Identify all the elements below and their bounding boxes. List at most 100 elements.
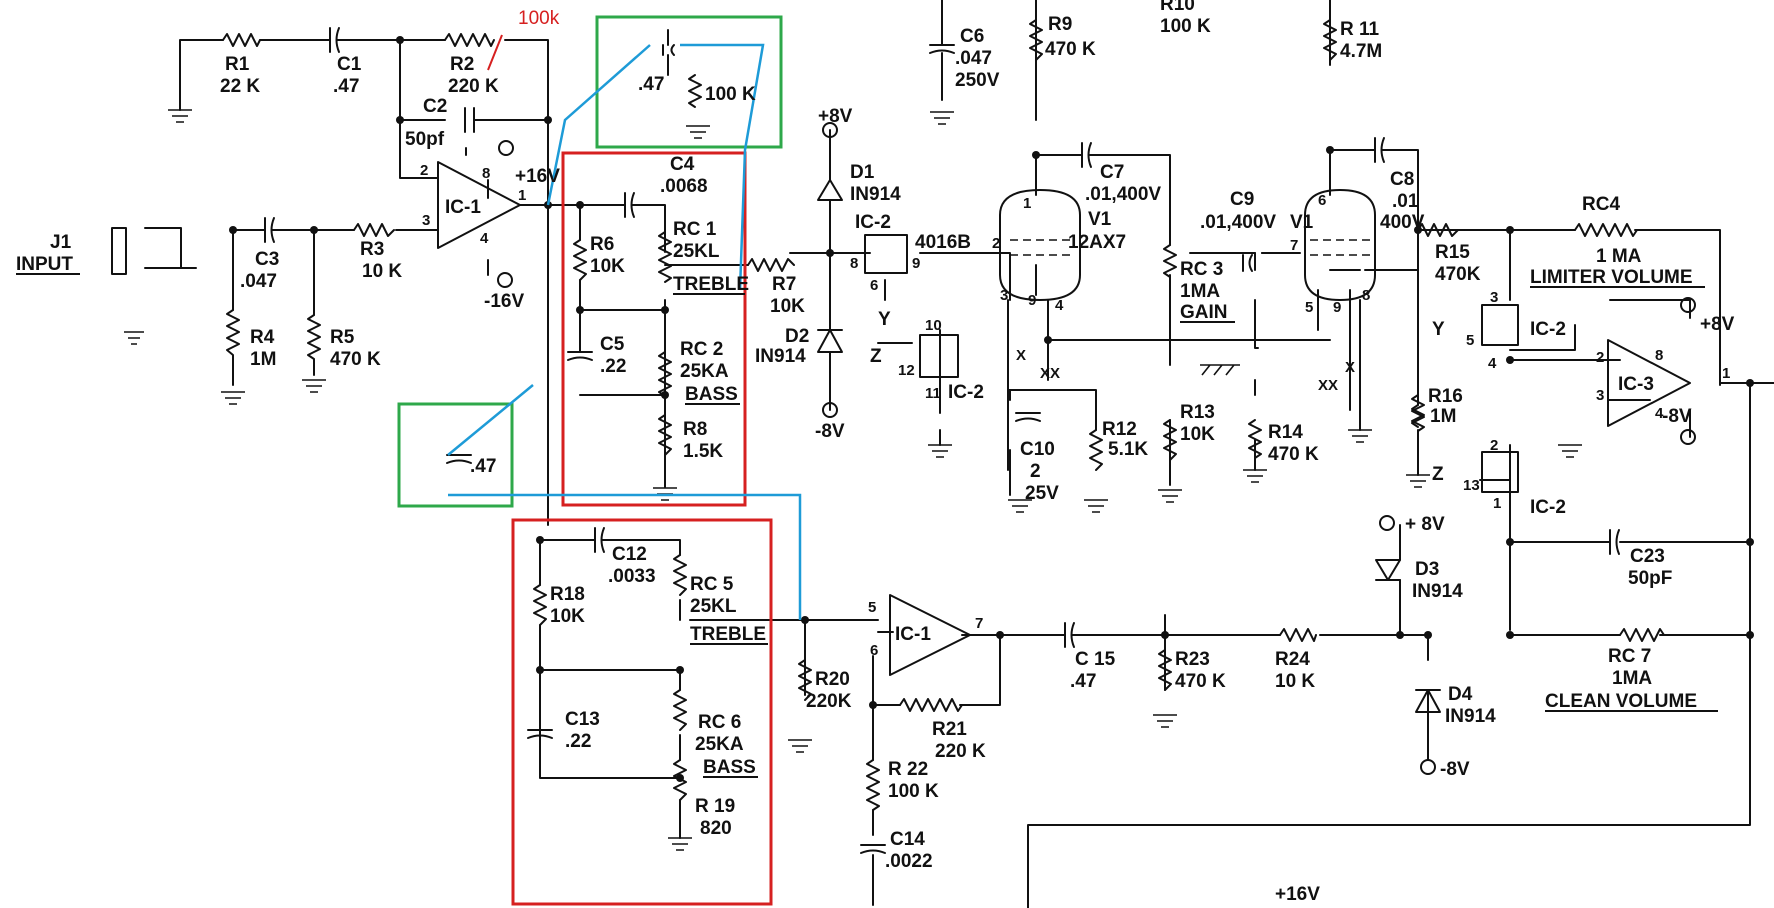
rc2-name: RC 2 [680,339,723,360]
r4-value: 1M [250,349,276,370]
r8-name: R8 [683,419,707,440]
v1a-p9: 9 [1028,292,1036,309]
c1-name: C1 [337,54,362,75]
r23-name: R23 [1175,649,1210,670]
r2-annotation: 100k [518,8,560,29]
net-z-1: Z [870,346,882,367]
r5-value: 470 K [330,349,381,370]
r21-value: 220 K [935,741,986,762]
rc6-value: 25KA [695,734,744,755]
r1-value: 22 K [220,76,260,97]
rc1-name: RC 1 [673,219,717,240]
green-boxes [397,15,783,508]
r10-name: R10 [1160,0,1195,15]
c8-value: .01 [1392,191,1419,212]
d1-name: D1 [850,162,875,183]
ic1b-name: IC-1 [895,624,931,645]
ic2b-name: IC-2 [948,382,984,403]
r6-name: R6 [590,234,614,255]
r4-name: R4 [250,327,275,348]
d3-name: D3 [1415,559,1439,580]
d2-value: IN914 [755,346,806,367]
c15-name: C 15 [1075,649,1116,670]
v1b-p7: 7 [1290,237,1298,254]
c9-name: C9 [1230,189,1254,210]
r12-value: 5.1K [1108,439,1148,460]
ic2d-name: IC-2 [1530,497,1566,518]
r2-value: 220 K [448,76,499,97]
c14-value: .0022 [885,851,933,872]
r5-name: R5 [330,327,355,348]
annotation-pointer [487,34,503,71]
c6-name: C6 [960,26,984,47]
r19-name: R 19 [695,796,735,817]
ic2b-p12: 12 [898,362,915,379]
r19-value: 820 [700,818,732,839]
c12-name: C12 [612,544,647,565]
rail-p8-mid: + 8V [1405,514,1445,535]
c23-value: 50pF [1628,568,1672,589]
c2-value: 50pf [405,129,445,150]
tube-symbols [999,189,1376,301]
rc7-name: RC 7 [1608,646,1651,667]
ic2a-part: 4016B [915,232,971,253]
c8-rating: 400V [1380,212,1425,233]
r11-value: 4.7M [1340,41,1382,62]
rc2-func: BASS [685,384,738,405]
v1b-name: V1 [1290,212,1314,233]
wiring [144,0,1774,908]
ic1a-pin4: 4 [480,230,489,247]
ic2a-name: IC-2 [855,212,891,233]
c5-name: C5 [600,334,625,355]
r15-value: 470K [1435,264,1481,285]
input-label: INPUT [16,254,73,275]
rc5-name: RC 5 [690,574,734,595]
rail-m16: -16V [484,291,524,312]
rc7-value: 1MA [1612,668,1652,689]
red-boxes [511,151,773,906]
d1-value: IN914 [850,184,901,205]
r20-name: R20 [815,669,850,690]
net-y-2: Y [1432,319,1445,340]
added-res-top: 100 K [705,84,756,105]
c13-value: .22 [565,731,591,752]
net-x-2: X [1345,359,1355,376]
ic2b-p11: 11 [925,385,941,402]
rc6-func: BASS [703,757,756,778]
rc2-value: 25KA [680,361,729,382]
rail-p8: +8V [1700,314,1735,335]
c6-rating: 250V [955,70,1000,91]
ic3-name: IC-3 [1618,374,1654,395]
c4-name: C4 [670,154,695,175]
r21-name: R21 [932,719,967,740]
rc5-func: TREBLE [690,624,766,645]
ic3-p1: 1 [1722,365,1730,382]
rc1-func: TREBLE [673,274,749,295]
r22-name: R 22 [888,759,928,780]
r6-value: 10K [590,256,625,277]
ic2c-p5: 5 [1466,332,1474,349]
r10-value: 100 K [1160,16,1211,37]
opamp-symbols [437,161,1691,676]
r12-name: R12 [1102,419,1137,440]
rc7-func: CLEAN VOLUME [1545,691,1697,712]
added-cap-left: .47 [470,456,496,477]
v1b-p5: 5 [1305,299,1313,316]
r24-value: 10 K [1275,671,1315,692]
switch-symbols [111,227,1519,493]
rc1-value: 25KL [673,241,720,262]
ic1b-p7: 7 [975,615,983,632]
rc3-func: GAIN [1180,302,1228,323]
resistor-symbols [222,19,1665,811]
rc3-name: RC 3 [1180,259,1223,280]
ic2a-p6: 6 [870,277,878,294]
ic1a-pin1: 1 [518,187,526,204]
rail-m8-mid: -8V [1440,759,1470,780]
net-y-1: Y [878,309,891,330]
c7-value: .01,400V [1085,184,1161,205]
r13-name: R13 [1180,402,1215,423]
r3-name: R3 [360,239,384,260]
c3-value: .047 [240,271,277,292]
ic3-p4: 4 [1655,405,1664,422]
r2-name: R2 [450,54,474,75]
